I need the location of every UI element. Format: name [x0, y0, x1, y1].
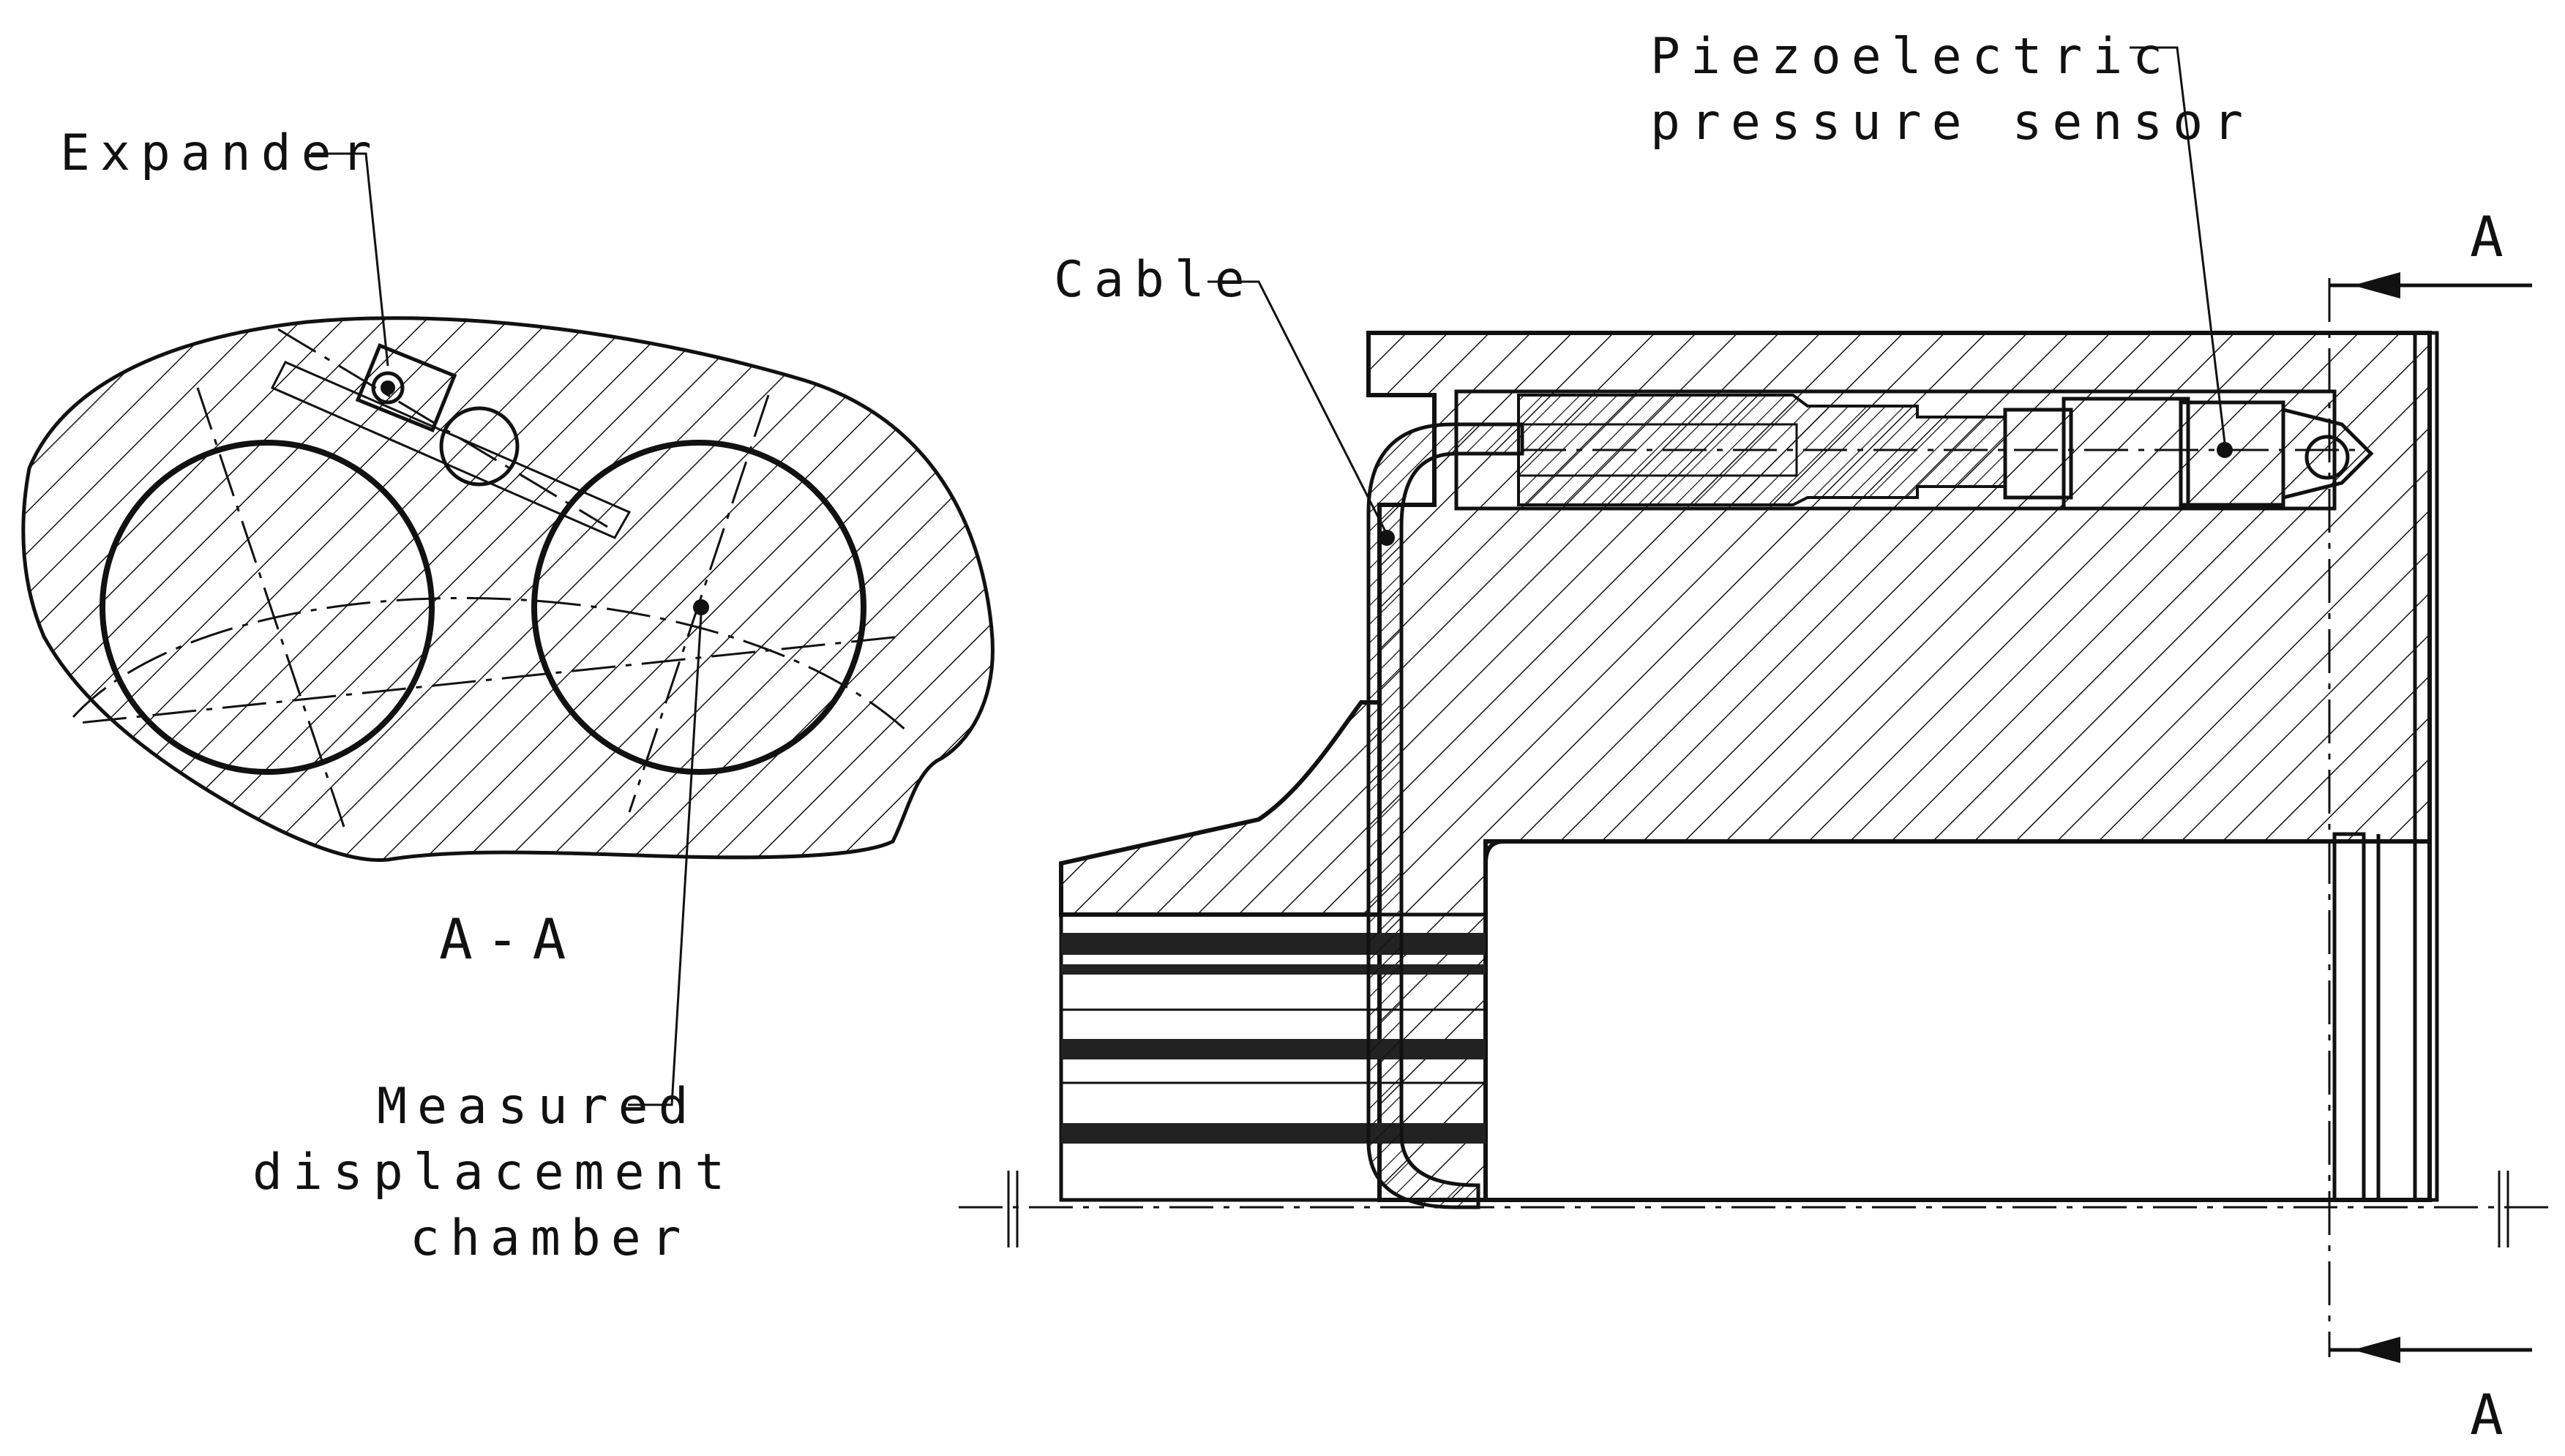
right-rim: [2413, 331, 2439, 1202]
sensor-callout: Piezoelectric pressure sensor: [1650, 28, 2253, 443]
chamber-label-line3: chamber: [410, 1209, 692, 1267]
inner-bore: [1483, 839, 2432, 1202]
spline-grooves: [1061, 933, 1486, 1144]
cable-label: Cable: [1054, 251, 1255, 309]
right-rim-inner: [2332, 832, 2366, 1202]
cutting-plane-a: A A: [2328, 204, 2532, 1447]
cable-point: [1379, 530, 1395, 546]
housing-section-outline: [21, 316, 995, 863]
cut-label-top: A: [2470, 204, 2517, 269]
flange-left: [1059, 700, 1382, 917]
bore-left: [100, 440, 435, 775]
sensor-label-line2: pressure sensor: [1650, 94, 2253, 151]
sensor-tip-circle: [2304, 435, 2350, 480]
chamber-label-line1: Measured: [377, 1078, 699, 1136]
chamber-point: [693, 599, 709, 615]
main-axis: [959, 1171, 2554, 1247]
cut-label-bottom: A: [2470, 1382, 2517, 1447]
chamber-label-line2: displacement: [252, 1144, 735, 1201]
expander-ball: [439, 406, 520, 487]
longitudinal-section: [1059, 331, 2439, 1209]
expander-callout: Expander: [60, 124, 389, 367]
chamber-callout: Measured displacement chamber: [252, 614, 735, 1267]
expander-body: [355, 343, 457, 432]
sensor-element-b: [2062, 397, 2190, 511]
cable-callout: Cable: [1054, 251, 1388, 535]
sensor-label-line1: Piezoelectric: [1650, 28, 2173, 86]
sensor-element-a: [2003, 408, 2073, 500]
section-view-a-a: [21, 316, 995, 863]
bore-right: [531, 440, 866, 775]
sensor-tip: [2281, 407, 2374, 500]
section-label-a-a: A-A: [439, 907, 579, 972]
